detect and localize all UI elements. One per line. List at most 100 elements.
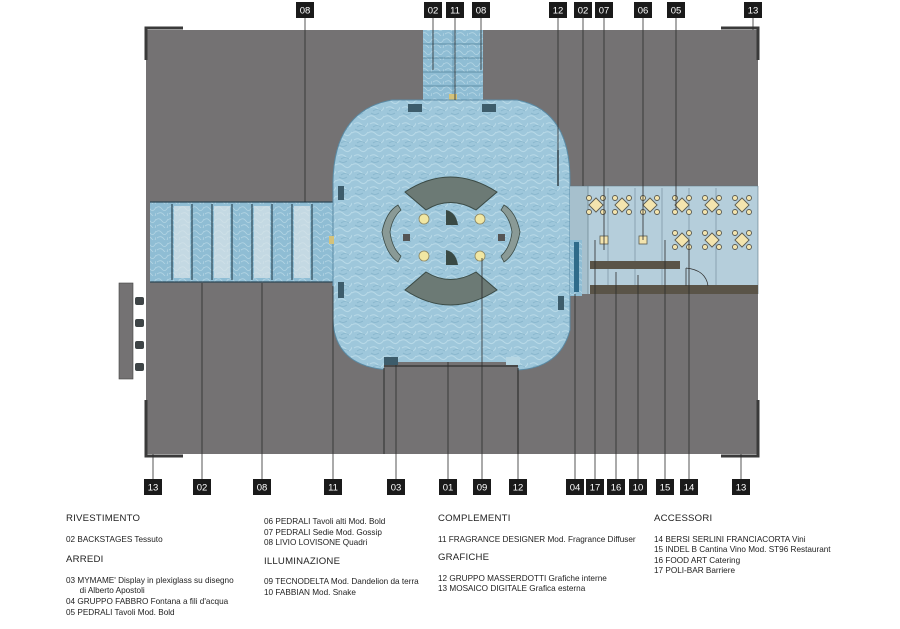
legend-item: 02 BACKSTAGES Tessuto — [66, 534, 163, 544]
callout-label: 16 — [611, 483, 622, 494]
bar-counter — [590, 261, 680, 269]
callout-tag: 05 — [667, 2, 685, 18]
callout-box — [473, 479, 491, 495]
tables-with-chairs — [586, 195, 752, 250]
callout-tag: 08 — [472, 2, 490, 18]
callout-tag: 13 — [732, 479, 750, 495]
legend-item: 15 INDEL B Cantina Vino Mod. ST96 Restau… — [654, 545, 831, 555]
callout-box — [667, 2, 685, 18]
legend-col-4: ACCESSORI 14 BERSI SERLINI FRANCIACORTA … — [654, 513, 831, 577]
corridor-frames — [150, 201, 340, 283]
legend-item: di Alberto Apostoli — [66, 586, 145, 596]
callout-tag: 13 — [144, 479, 162, 495]
left-panel — [118, 282, 134, 380]
legend-col-3: COMPLEMENTI 11 FRAGRANCE DESIGNER Mod. F… — [438, 513, 636, 595]
legend-heading-illuminazione: ILLUMINAZIONE — [264, 555, 341, 567]
callout-box — [253, 479, 271, 495]
callout-box — [472, 2, 490, 18]
callout-label: 15 — [660, 483, 671, 494]
legend-item: 10 FABBIAN Mod. Snake — [264, 587, 356, 597]
callout-box — [656, 479, 674, 495]
callout-label: 12 — [553, 6, 564, 17]
callout-box — [144, 479, 162, 495]
callout-box — [549, 2, 567, 18]
legend-item: 07 PEDRALI Sedie Mod. Gossip — [264, 527, 382, 537]
callout-box — [324, 479, 342, 495]
callout-box — [629, 479, 647, 495]
callout-label: 17 — [590, 483, 601, 494]
legend-heading-grafiche: GRAFICHE — [438, 552, 490, 564]
callout-tag: 11 — [446, 2, 464, 18]
callout-box — [296, 2, 314, 18]
callout-label: 09 — [477, 483, 488, 494]
legend-item: 04 GRUPPO FABBRO Fontana a fili d'acqua — [66, 596, 229, 606]
callout-tag: 11 — [324, 479, 342, 495]
callout-tag: 10 — [629, 479, 647, 495]
callout-label: 06 — [638, 6, 649, 17]
legend-item: 17 POLI-BAR Barriere — [654, 566, 735, 576]
callout-label: 11 — [328, 483, 338, 494]
legend-item: 06 PEDRALI Tavoli alti Mod. Bold — [264, 517, 386, 526]
callout-box — [607, 479, 625, 495]
callout-box — [446, 2, 464, 18]
callout-label: 07 — [599, 6, 610, 17]
callout-tag: 08 — [253, 479, 271, 495]
legend-col-1: RIVESTIMENTO 02 BACKSTAGES Tessuto ARRED… — [66, 513, 234, 618]
legend-item: 16 FOOD ART Catering — [654, 555, 741, 565]
callout-box — [574, 2, 592, 18]
legend-heading-arredi: ARREDI — [66, 554, 104, 566]
legend-item: 08 LIVIO LOVISONE Quadri — [264, 538, 368, 548]
callout-label: 03 — [391, 483, 402, 494]
legend-item: 11 FRAGRANCE DESIGNER Mod. Fragrance Dif… — [438, 534, 636, 544]
callout-tag: 12 — [549, 2, 567, 18]
callout-label: 08 — [257, 483, 268, 494]
callout-tag: 13 — [744, 2, 762, 18]
callout-label: 12 — [513, 483, 524, 494]
callout-tag: 06 — [634, 2, 652, 18]
callout-label: 08 — [300, 6, 311, 17]
legend-item: 14 BERSI SERLINI FRANCIACORTA Vini — [654, 534, 806, 544]
callout-label: 04 — [570, 483, 581, 494]
floor-plan: 08 02 11 08 12 02 07 06 05 13 13 02 08 11 03 01 09 12 04 1… — [118, 2, 762, 495]
callout-tag: 04 — [566, 479, 584, 495]
callout-label: 08 — [476, 6, 487, 17]
callout-tag: 09 — [473, 479, 491, 495]
callout-label: 02 — [428, 6, 439, 17]
legend-item: 13 MOSAICO DIGITALE Grafica esterna — [438, 584, 586, 594]
callout-tag: 02 — [574, 2, 592, 18]
callout-box — [439, 479, 457, 495]
callout-tag: 17 — [586, 479, 604, 495]
callout-box — [680, 479, 698, 495]
callout-label: 14 — [684, 483, 695, 494]
callout-box — [424, 2, 442, 18]
callout-tag: 16 — [607, 479, 625, 495]
legend-heading-complementi: COMPLEMENTI — [438, 513, 511, 524]
legend-col-2: 06 PEDRALI Tavoli alti Mod. Bold 07 PEDR… — [264, 514, 419, 599]
callout-label: 13 — [748, 6, 759, 17]
callout-box — [732, 479, 750, 495]
lamp-icons — [418, 213, 486, 262]
callout-label: 02 — [578, 6, 589, 17]
corner-brackets — [144, 26, 760, 458]
callout-tag: 07 — [595, 2, 613, 18]
legend-item: 03 MYMAME' Display in plexiglass su dise… — [66, 575, 234, 585]
legend-heading-accessori: ACCESSORI — [654, 513, 713, 524]
callout-tag: 02 — [193, 479, 211, 495]
callout-label: 02 — [197, 483, 208, 494]
legend-heading-rivestimento: RIVESTIMENTO — [66, 513, 141, 524]
callout-tag: 08 — [296, 2, 314, 18]
callout-tag: 15 — [656, 479, 674, 495]
callout-box — [566, 479, 584, 495]
callout-tag: 12 — [509, 479, 527, 495]
callout-label: 05 — [671, 6, 682, 17]
callout-label: 11 — [450, 6, 460, 17]
callout-box — [634, 2, 652, 18]
callout-box — [586, 479, 604, 495]
callout-box — [744, 2, 762, 18]
callout-label: 13 — [736, 483, 747, 494]
central-display — [404, 176, 498, 306]
callout-label: 10 — [633, 483, 644, 494]
callout-tag: 14 — [680, 479, 698, 495]
callout-tag: 01 — [439, 479, 457, 495]
callout-tag: 02 — [424, 2, 442, 18]
